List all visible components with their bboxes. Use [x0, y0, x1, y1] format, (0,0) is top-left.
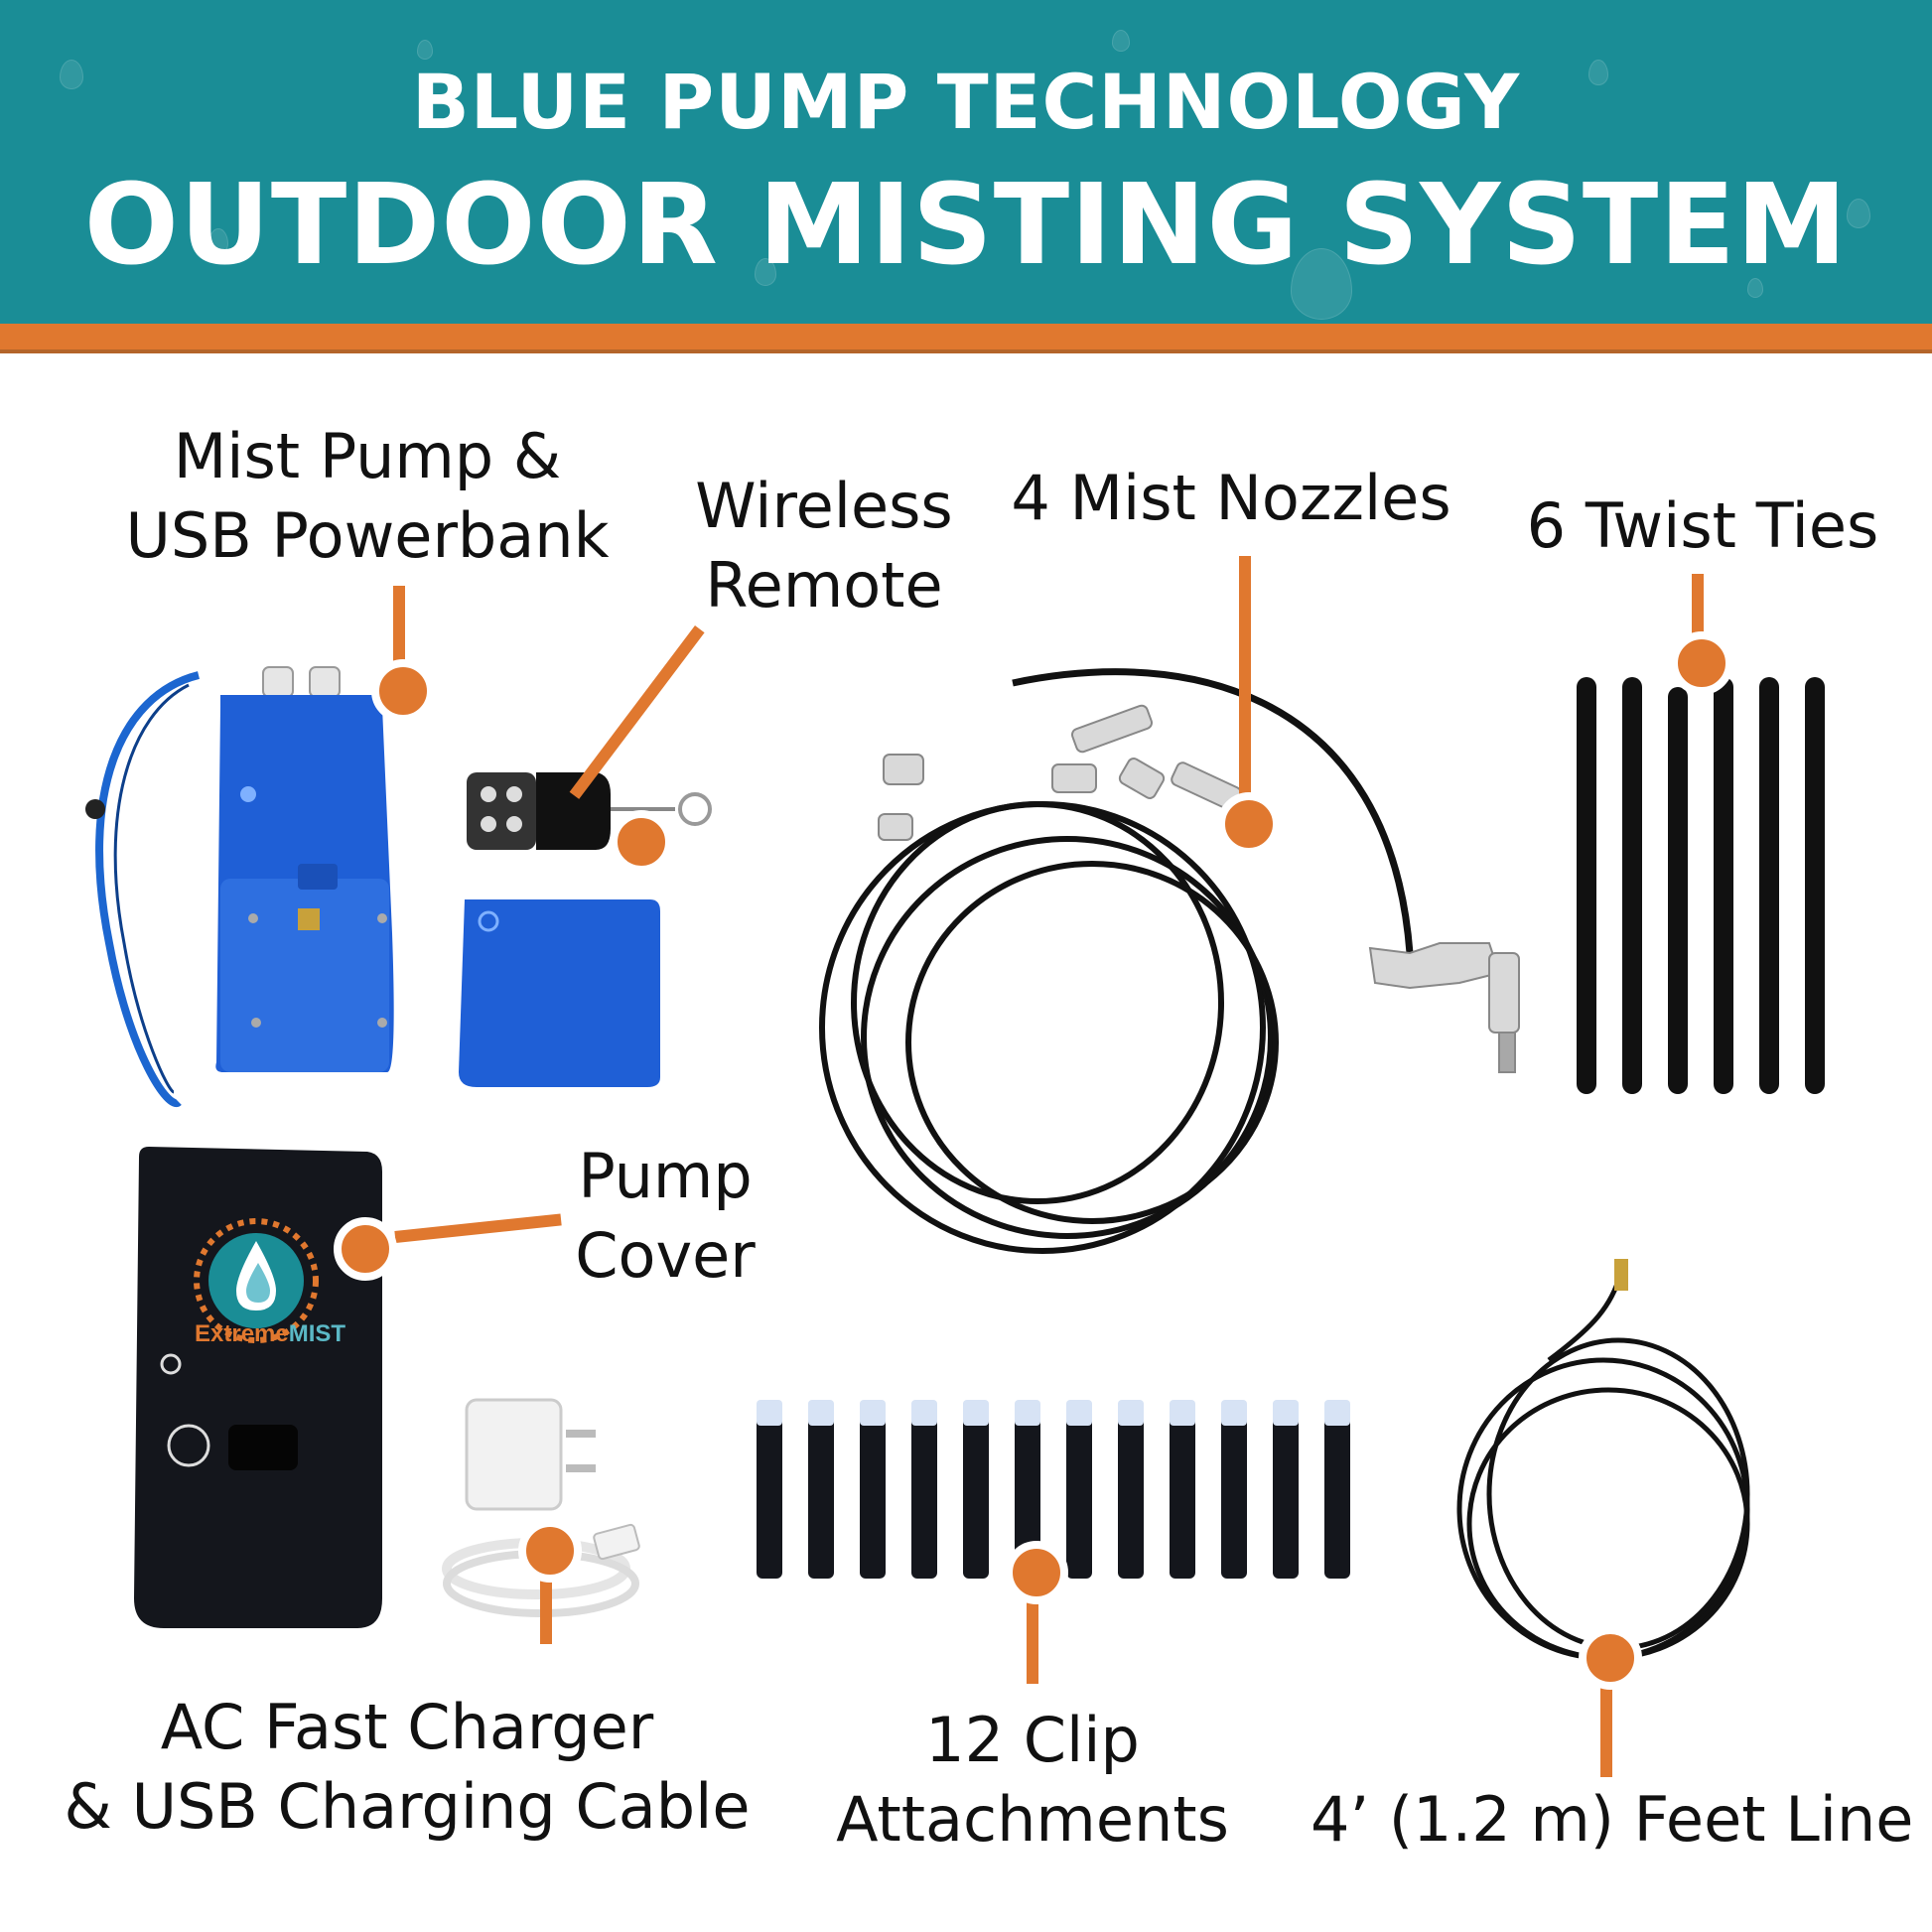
clips-label-line1: 12 Clip — [925, 1704, 1140, 1776]
pump-label-line1: Mist Pump & — [173, 420, 562, 492]
charger-leader-line — [540, 1579, 552, 1644]
feet-line-leader-line — [1600, 1678, 1612, 1777]
logo-text-extreme: Extreme — [195, 1320, 289, 1347]
water-drop-icon — [1847, 199, 1870, 228]
clips-callout-dot — [1005, 1541, 1068, 1604]
pump-callout-dot — [371, 659, 435, 723]
powerbank-image — [459, 899, 660, 1087]
mist-pump-image — [85, 666, 394, 1108]
cover-callout-dot — [334, 1217, 397, 1281]
feet-line-callout-dot — [1579, 1626, 1642, 1690]
header-accent-stripe — [0, 324, 1932, 349]
twist-ties-image — [1577, 677, 1825, 1094]
remote-label-line1: Wireless — [695, 470, 953, 542]
charger-callout-dot — [518, 1519, 582, 1583]
water-drop-icon — [417, 40, 433, 60]
water-drop-icon — [60, 60, 83, 89]
header-accent-shadow — [0, 349, 1932, 353]
extrememist-logo: ExtremeMIST — [195, 1320, 345, 1348]
water-drop-icon — [1291, 248, 1352, 320]
water-drop-icon — [755, 258, 776, 286]
logo-text-mist: MIST — [288, 1320, 346, 1347]
nozzles-label: 4 Mist Nozzles — [1011, 462, 1451, 534]
pump-label: Mist Pump & USB Powerbank — [60, 417, 675, 576]
nozzle-fittings — [878, 704, 1520, 1073]
pump-label-line2: USB Powerbank — [125, 499, 610, 572]
charger-label: AC Fast Charger & USB Charging Cable — [40, 1688, 774, 1847]
charger-label-line1: AC Fast Charger — [160, 1691, 654, 1763]
ties-callout-dot — [1670, 631, 1733, 695]
cover-label-line1: Pump — [578, 1140, 753, 1212]
feet-line-label: 4’ (1.2 m) Feet Line — [1311, 1783, 1914, 1856]
ties-label: 6 Twist Ties — [1526, 489, 1879, 562]
remote-label: Wireless Remote — [675, 467, 973, 625]
water-drop-icon — [1112, 30, 1130, 52]
nozzles-leader-line — [1239, 556, 1251, 794]
charger-label-line2: & USB Charging Cable — [64, 1770, 751, 1843]
pump-leader-line — [393, 586, 405, 675]
ac-charger-image — [442, 1398, 640, 1617]
header-subtitle: BLUE PUMP TECHNOLOGY — [411, 58, 1521, 146]
header-banner: BLUE PUMP TECHNOLOGY OUTDOOR MISTING SYS… — [0, 0, 1932, 324]
clips-label-line2: Attachments — [836, 1783, 1229, 1856]
remote-callout-dot — [610, 810, 673, 874]
wireless-remote-image — [467, 772, 712, 850]
clips-label: 12 Clip Attachments — [814, 1701, 1251, 1860]
clip-attachments-image — [757, 1400, 1350, 1579]
cover-label: Pump Cover — [556, 1137, 774, 1296]
mist-nozzles-hose-image — [819, 668, 1414, 1254]
water-drop-icon — [208, 228, 228, 254]
water-drop-icon — [1747, 278, 1763, 298]
clips-leader-line — [1027, 1588, 1038, 1684]
nozzles-callout-dot — [1217, 792, 1281, 856]
pump-cover-image — [134, 1147, 382, 1628]
ties-leader-line — [1692, 574, 1704, 633]
remote-label-line2: Remote — [705, 549, 943, 621]
cover-label-line2: Cover — [575, 1219, 756, 1292]
water-drop-icon — [1588, 60, 1608, 85]
feet-line-image — [1456, 1259, 1750, 1661]
header-title: OUTDOOR MISTING SYSTEM — [83, 161, 1849, 290]
